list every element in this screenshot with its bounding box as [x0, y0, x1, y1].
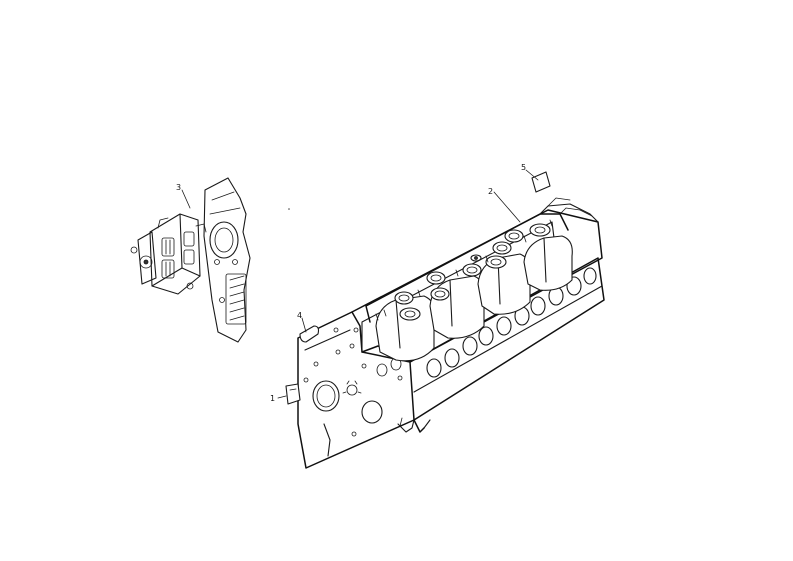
callout-2: 2: [488, 187, 493, 196]
callout-1: 1: [270, 394, 275, 403]
leader-lines: [181, 169, 571, 399]
callout-4: 4: [297, 311, 302, 320]
front-plate-assembly: [203, 177, 251, 343]
valve-caps: [394, 223, 551, 321]
stray-mark: [288, 208, 290, 210]
pump-assembly: [130, 213, 207, 295]
part-1-plate: [285, 383, 301, 405]
cylinder-head: [333, 203, 603, 378]
callout-3: 3: [176, 183, 181, 192]
part-4-cap: [299, 325, 320, 343]
cylinder-bulges: [375, 235, 573, 362]
part-5-plate: [531, 171, 551, 193]
callout-5: 5: [521, 163, 526, 172]
port-row: [376, 267, 597, 378]
